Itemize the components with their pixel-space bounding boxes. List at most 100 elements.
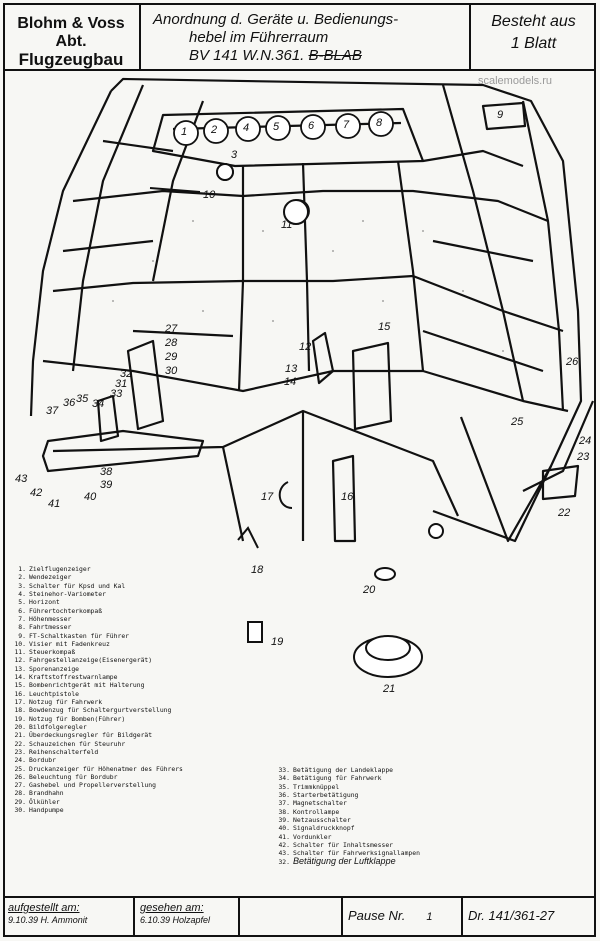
callout-6: 6	[308, 120, 315, 132]
legend-item-last: 32.Betätigung der Luftklappe	[278, 856, 396, 867]
callout-38: 38	[100, 466, 113, 478]
legend-item: 40.Signaldruckknopf	[278, 824, 355, 833]
drawn-value: 9.10.39 H. Ammonit	[8, 915, 88, 925]
floor-fitting-shape	[428, 523, 444, 539]
legend-item: 30.Handpumpe	[14, 806, 64, 815]
callout-5: 5	[273, 121, 280, 133]
title-line-1: Anordnung d. Geräte u. Bedienungs-	[153, 11, 399, 28]
legend-item: 28.Brandhahn	[14, 789, 64, 798]
callout-27: 27	[165, 323, 178, 335]
legend-item: 34.Betätigung für Fahrwerk	[278, 774, 382, 783]
legend-item: 37.Magnetschalter	[278, 799, 347, 808]
legend-item: 43.Schalter für Fahrwerksignallampen	[278, 849, 420, 858]
legend-item: 20.Bildfolgeregler	[14, 722, 87, 731]
pause-label: Pause Nr.	[348, 908, 406, 923]
drawing-number: Dr. 141/361-27	[468, 908, 555, 923]
legend-item: 14.Kraftstoffrestwarnlampe	[14, 673, 118, 682]
checked-label: gesehen am:	[140, 902, 204, 914]
callout-19: 19	[271, 636, 284, 648]
bomb-release-handle-shape	[247, 621, 263, 643]
callout-15: 15	[378, 321, 391, 333]
legend-item: 41.Vordunkler	[278, 832, 332, 841]
legend-item: 8.Fahrtmesser	[18, 623, 72, 632]
frame-rate-regulator-shape	[374, 567, 396, 581]
callout-3: 3	[231, 149, 238, 161]
firm-name: Blohm & Voss	[17, 15, 125, 32]
firm-block: Blohm & Voss Abt. Flugzeugbau	[3, 3, 141, 71]
legend-item: 5.Horizont	[18, 598, 60, 607]
legend-item: 27.Gashebel und Propellerverstellung	[14, 781, 156, 790]
sight-crosshair-shape	[216, 163, 234, 181]
legend-item: 3.Schalter für Kpsd und Kal	[18, 581, 126, 590]
legend-item: 13.Sporenanzeige	[14, 664, 80, 673]
callout-31: 31	[115, 378, 128, 390]
title-line-3: BV 141 W.N.361.	[189, 47, 305, 64]
legend-item: 18.Bowdenzug für Schaltergurtverstellung	[14, 706, 172, 715]
title-struck: B-BLAB	[308, 47, 362, 64]
legend-item: 24.Bordubr	[14, 756, 56, 765]
callout-12: 12	[299, 341, 312, 353]
compass-shape	[283, 199, 309, 225]
firm-division: Flugzeugbau	[18, 50, 124, 69]
legend-item: 29.Ölkühler	[14, 797, 60, 806]
callout-21: 21	[383, 683, 396, 695]
footer-block: aufgestellt am: 9.10.39 H. Ammonit geseh…	[3, 896, 596, 937]
legend-item: 17.Notzug für Fahrwerk	[14, 698, 103, 706]
callout-18: 18	[251, 564, 264, 576]
callout-24: 24	[579, 435, 592, 447]
legend-item: 25.Druckanzeiger für Höhenatmer des Führ…	[14, 764, 183, 773]
callout-22: 22	[558, 507, 571, 519]
drawing-number-cell: Dr. 141/361-27	[463, 898, 596, 937]
title-line-2: hebel im Führerraum	[189, 29, 329, 46]
blank-cell	[240, 898, 343, 937]
legend-item: 42.Schalter für Inhaltsmesser	[278, 840, 394, 849]
callout-35: 35	[76, 393, 89, 405]
legend-item: 35.Trimmknüppel	[278, 782, 340, 791]
legend-item: 26.Beleuchtung für Bordubr	[14, 772, 118, 781]
callout-36: 36	[63, 397, 76, 409]
legend-item: 16.Leuchtpistole	[14, 689, 80, 698]
legend-item: 2.Wendezeiger	[18, 573, 72, 582]
callout-17: 17	[261, 491, 274, 503]
callout-40: 40	[84, 491, 97, 503]
callout-32: 32	[120, 368, 133, 380]
callout-42: 42	[30, 487, 43, 499]
callout-43: 43	[15, 473, 28, 485]
callout-13: 13	[285, 363, 298, 375]
legend-item: 36.Starterbetätigung	[278, 790, 359, 799]
callout-2: 2	[211, 124, 218, 136]
callout-41: 41	[48, 498, 61, 510]
legend-item: 21.Überdeckungsregler für Bildgerät	[14, 731, 153, 740]
callout-7: 7	[343, 119, 350, 131]
legend-item: 11.Steuerkompaß	[14, 648, 76, 657]
legend-item	[8, 870, 29, 878]
legend-item: 10.Visier mit Fadenkreuz	[14, 639, 110, 648]
title-line-3-wrap: BV 141 W.N.361. B-BLAB	[153, 47, 469, 65]
callout-28: 28	[165, 337, 178, 349]
callout-26: 26	[566, 356, 579, 368]
callout-33: 33	[110, 388, 123, 400]
legend-item: 19.Notzug für Bomben(Führer)	[14, 714, 126, 723]
legend-item: 22.Schauzeichen für Steuruhr	[14, 739, 126, 748]
cockpit-drawing: 1 2 3 4 5 6 7 8 9 10 11 12 13 14 15 16 1…	[3, 71, 596, 695]
legend-item: 15.Bombenrichtgerät mit Halterung	[14, 681, 145, 690]
pause-cell: Pause Nr. 1	[343, 898, 463, 937]
legend-item: 33.Betätigung der Landeklappe	[278, 766, 394, 774]
legend-item: 4.Steinehor-Variometer	[18, 589, 106, 598]
cockpit-perspective-sketch	[29, 77, 595, 543]
callout-1: 1	[181, 126, 188, 138]
drawn-cell: aufgestellt am: 9.10.39 H. Ammonit	[3, 898, 135, 937]
overlap-regulator-knob	[365, 635, 411, 661]
callout-37: 37	[46, 405, 59, 417]
drawn-label: aufgestellt am:	[8, 902, 80, 914]
callout-20: 20	[363, 584, 376, 596]
legend-item: 6.Führertochterkompaß	[18, 606, 103, 615]
pause-value: 1	[426, 911, 433, 923]
callout-30: 30	[165, 365, 178, 377]
callout-29: 29	[165, 351, 178, 363]
title-block: Anordnung d. Geräte u. Bedienungs- hebel…	[141, 3, 471, 71]
legend-right: 33.Betätigung der Landeklappe 34.Betätig…	[272, 766, 420, 869]
callout-39: 39	[100, 479, 113, 491]
firm-dept: Abt.	[55, 33, 87, 50]
